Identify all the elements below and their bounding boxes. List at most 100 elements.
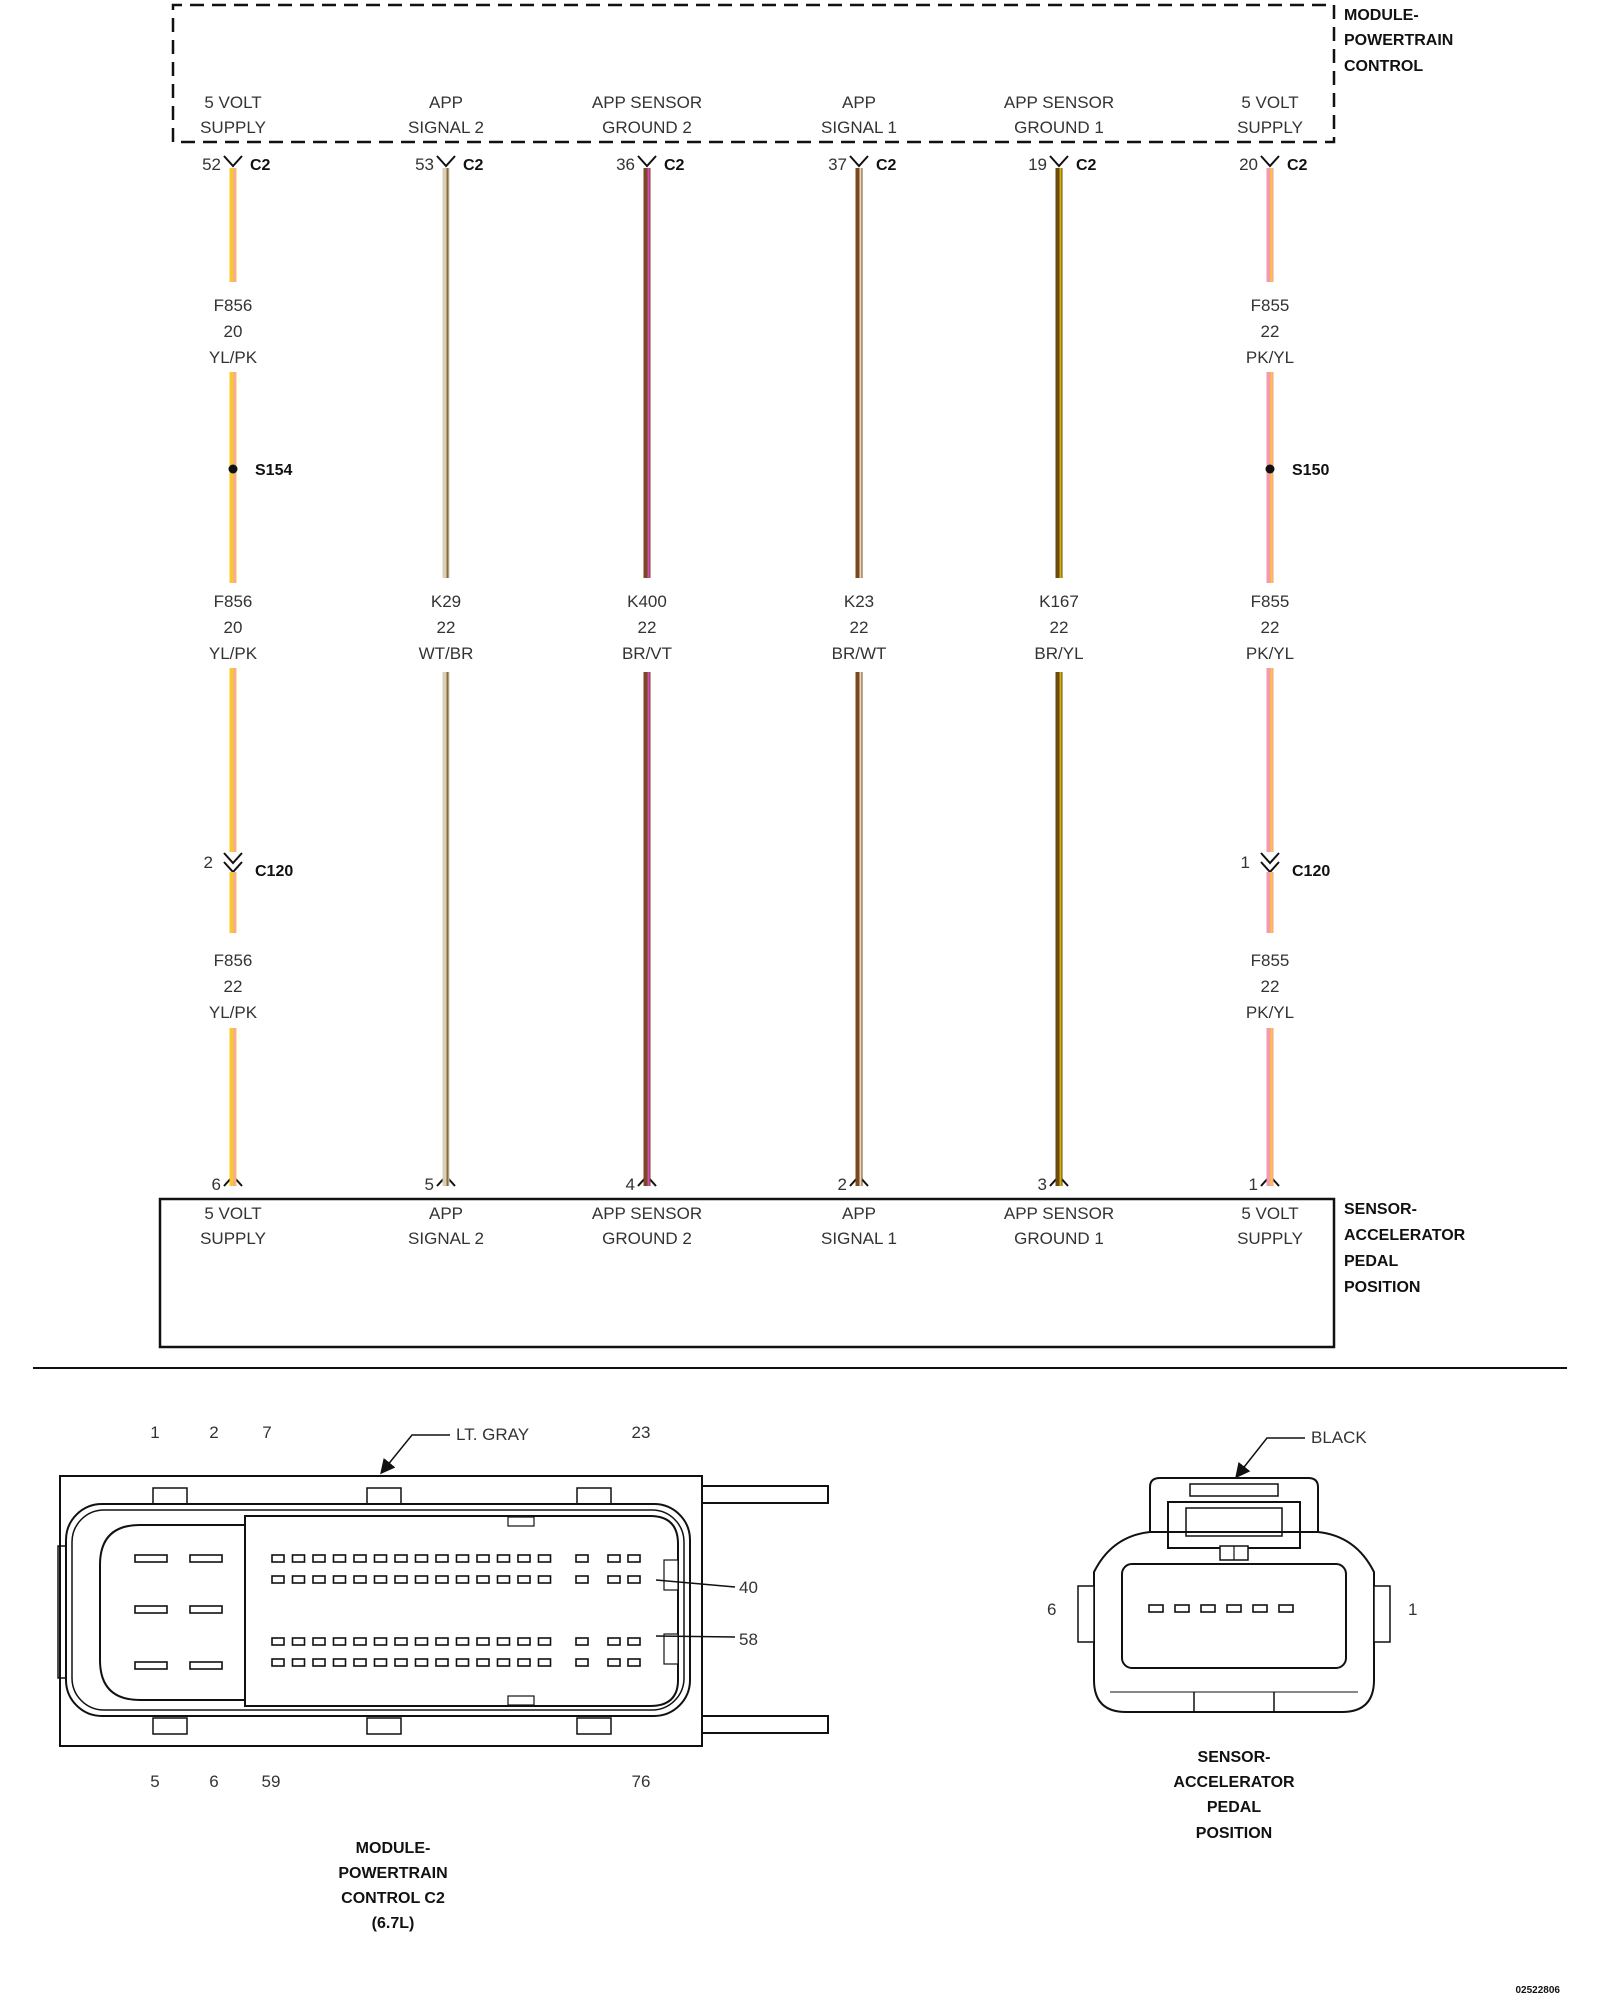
- pin-cavity: [435, 1637, 449, 1646]
- pin-cavity: [271, 1554, 285, 1563]
- sensor-caption-line-1: SENSOR-: [1198, 1749, 1271, 1766]
- sensor-connector-color-label: BLACK: [1311, 1428, 1367, 1447]
- pin-cavity: [455, 1554, 470, 1563]
- pcm-module-box: [171, 3, 1336, 144]
- wire-color-code: YL/PK: [209, 348, 258, 367]
- pin-cavity: [332, 1575, 347, 1584]
- pin-cavity: [517, 1554, 531, 1563]
- sensor-pin-number: 3: [1038, 1175, 1047, 1194]
- pin-cavity: [134, 1554, 168, 1563]
- pcm-pin-number: 53: [415, 155, 434, 174]
- wire-segment: [1266, 668, 1274, 852]
- pin-cavity: [394, 1575, 408, 1584]
- pin-cavity: [476, 1637, 490, 1646]
- pin-cavity: [435, 1554, 449, 1563]
- pin-cavity: [455, 1637, 470, 1646]
- pin-cavity: [394, 1658, 408, 1667]
- pin-cavity: [496, 1637, 511, 1646]
- pin-cavity: [353, 1575, 367, 1584]
- pin-cavity: [537, 1575, 552, 1584]
- wire-color-code: WT/BR: [419, 644, 474, 663]
- pin-cavity: [312, 1575, 326, 1584]
- sensor-name-line-1: SENSOR-: [1344, 1201, 1417, 1218]
- pin-cavity: [134, 1605, 168, 1614]
- sensor-pin-function-label: APP SENSOR: [592, 1204, 702, 1223]
- pcm-pin-number-top: 1: [150, 1423, 159, 1442]
- pcm-pin-function-label: APP: [842, 93, 876, 112]
- pcm-pin-function-label: 5 VOLT: [1241, 93, 1298, 112]
- pcm-pin-function-label: APP SENSOR: [1004, 93, 1114, 112]
- pcm-connector-name: C2: [250, 157, 271, 174]
- pin-cavity: [189, 1605, 223, 1614]
- sensor-pin-number: 5: [425, 1175, 434, 1194]
- inline-pin-number: 1: [1241, 853, 1250, 872]
- pin-cavity: [627, 1658, 641, 1667]
- sensor-pin-function-label: GROUND 1: [1014, 1229, 1104, 1248]
- pin-cavity: [607, 1575, 621, 1584]
- pcm-caption-line-1: MODULE-: [356, 1840, 431, 1857]
- sensor-pin-number-left: 6: [1047, 1600, 1056, 1619]
- wire-segment: [442, 168, 450, 578]
- pin-cavity: [312, 1637, 326, 1646]
- pcm-pin-number-side: 40: [739, 1578, 758, 1597]
- wire-gauge: 22: [1050, 618, 1069, 637]
- pin-cavity: [291, 1554, 306, 1563]
- pcm-pin-function-label: SIGNAL 2: [408, 118, 484, 137]
- sensor-pin-number: 1: [1249, 1175, 1258, 1194]
- pcm-connector-color-label: LT. GRAY: [456, 1425, 529, 1444]
- pin-cavity: [537, 1554, 552, 1563]
- pin-cavity: [414, 1554, 429, 1563]
- sensor-pin-function-label: SIGNAL 2: [408, 1229, 484, 1248]
- pcm-terminal-symbol: [223, 155, 243, 168]
- pin-cavity: [271, 1658, 285, 1667]
- wire-gauge: 20: [224, 618, 243, 637]
- wire-segment: [855, 672, 863, 1186]
- pin-cavity: [414, 1637, 429, 1646]
- wire-segment: [229, 872, 237, 933]
- wire-color-code: PK/YL: [1246, 1003, 1294, 1022]
- pin-cavity: [373, 1575, 388, 1584]
- pin-cavity: [575, 1658, 589, 1667]
- pin-cavity: [476, 1575, 490, 1584]
- wire-segment: [442, 672, 450, 1186]
- sensor-pin-number-right: 1: [1408, 1600, 1417, 1619]
- pcm-pin-function-label: GROUND 2: [602, 118, 692, 137]
- sensor-caption-line-3: PEDAL: [1207, 1799, 1261, 1816]
- pcm-pin-number-top: 7: [262, 1423, 271, 1442]
- pin-cavity: [476, 1658, 490, 1667]
- pin-cavity: [373, 1658, 388, 1667]
- pin-cavity: [607, 1637, 621, 1646]
- pcm-terminal-symbol: [1049, 155, 1069, 168]
- pin-cavity: [394, 1637, 408, 1646]
- pcm-connector-name: C2: [1287, 157, 1308, 174]
- pin-cavity: [332, 1637, 347, 1646]
- pcm-pin-function-label: SUPPLY: [1237, 118, 1303, 137]
- wire-segment: [1266, 872, 1274, 933]
- inline-pin-number: 2: [204, 853, 213, 872]
- sensor-pin-function-label: APP: [429, 1204, 463, 1223]
- pin-cavity: [627, 1554, 641, 1563]
- pin-cavity: [575, 1637, 589, 1646]
- pin-cavity: [353, 1658, 367, 1667]
- pcm-connector-name: C2: [1076, 157, 1097, 174]
- pcm-pin-function-label: 5 VOLT: [204, 93, 261, 112]
- sensor-pin-function-label: 5 VOLT: [1241, 1204, 1298, 1223]
- pcm-terminal-symbol: [637, 155, 657, 168]
- wire-gauge: 22: [224, 977, 243, 996]
- pcm-pin-number-bottom: 6: [209, 1772, 218, 1791]
- sensor-pin-number: 2: [838, 1175, 847, 1194]
- wire-color-code: PK/YL: [1246, 348, 1294, 367]
- wire-gauge: 22: [1261, 322, 1280, 341]
- splice-dot: [1265, 464, 1275, 474]
- pin-cavity: [291, 1658, 306, 1667]
- wire-color-code: BR/WT: [832, 644, 887, 663]
- pcm-caption-line-2: POWERTRAIN: [338, 1865, 447, 1882]
- splice-dot: [228, 464, 238, 474]
- pin-cavity: [496, 1575, 511, 1584]
- pcm-connector-view: 1 2 7 23 5 6 59 76 40 58 LT. GRAY: [57, 1423, 829, 1932]
- pcm-pin-number: 19: [1028, 155, 1047, 174]
- figure-id: 02522806: [1516, 1985, 1561, 1996]
- wire-segment: [855, 168, 863, 578]
